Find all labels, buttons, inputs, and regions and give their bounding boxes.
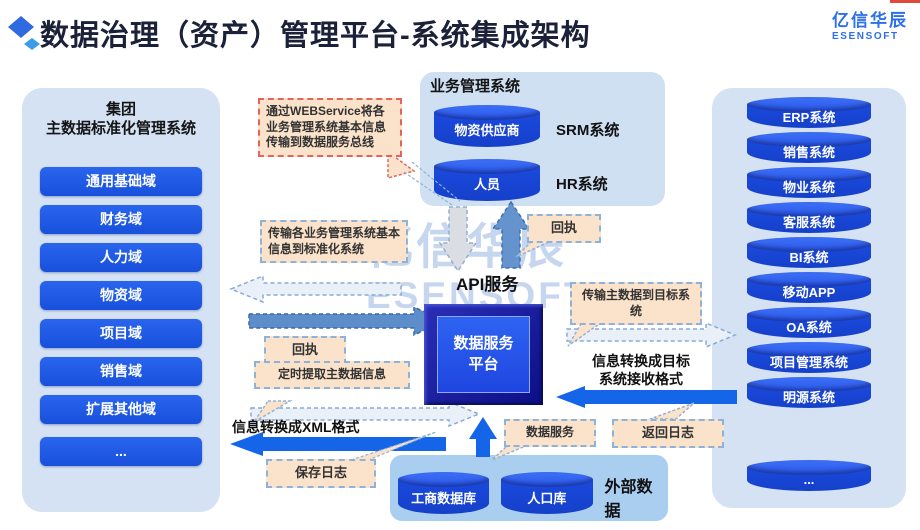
- save-log-callout: 保存日志: [266, 459, 376, 488]
- property-system-cylinder: 物业系统: [747, 167, 871, 198]
- srm-db-cylinder: 物资供应商: [434, 104, 540, 147]
- master-data-panel-title: 集团 主数据标准化管理系统: [22, 88, 220, 139]
- hr-system-label: HR系统: [556, 176, 608, 194]
- oa-system-cylinder: OA系统: [747, 307, 871, 338]
- bi-system-label: BI系统: [789, 250, 829, 265]
- external-data-panel: 工商数据库 人口库 外部数据: [390, 455, 668, 521]
- brand-logo: 亿信华辰 ESENSOFT: [832, 11, 908, 42]
- scheduled-extract-callout: 定时提取主数据信息: [254, 361, 410, 389]
- domain-item-extend: 扩展其他域: [40, 394, 202, 424]
- domain-item-finance: 财务域: [40, 204, 202, 234]
- mingyuan-system-label: 明源系统: [782, 390, 835, 405]
- brand-name-cn: 亿信华辰: [832, 11, 908, 30]
- domain-item-project: 项目域: [40, 318, 202, 348]
- hr-db-label: 人员: [473, 177, 500, 193]
- logo-diamond-large: [8, 16, 34, 38]
- target-systems-panel: ERP系统 销售系统 物业系统 客服系统 BI系统 移动APP OA系统 项目管…: [712, 88, 906, 508]
- api-service-label: API服务: [456, 275, 519, 294]
- project-mgmt-system-label: 项目管理系统: [769, 355, 848, 370]
- platform-label-line2: 平台: [468, 355, 499, 373]
- more-systems-cylinder: ...: [747, 460, 871, 491]
- more-systems-label: ...: [803, 472, 815, 487]
- mingyuan-system-cylinder: 明源系统: [747, 377, 871, 408]
- data-service-platform-box: 数据服务 平台: [424, 304, 543, 405]
- platform-label-line1: 数据服务: [453, 335, 514, 353]
- erp-system-label: ERP系统: [782, 110, 836, 125]
- brand-name-en: ESENSOFT: [832, 30, 899, 42]
- master-data-title-line2: 主数据标准化管理系统: [45, 119, 196, 137]
- mobile-app-cylinder: 移动APP: [747, 272, 871, 303]
- right-arrow-platform-to-targets: [566, 321, 737, 349]
- sales-system-label: 销售系统: [782, 145, 835, 160]
- data-service-platform-inner: 数据服务 平台: [437, 316, 530, 393]
- erp-system-cylinder: ERP系统: [747, 97, 871, 128]
- domain-item-more: ...: [40, 436, 202, 466]
- logo-diamond-small: [24, 38, 40, 50]
- srm-db-label: 物资供应商: [454, 123, 520, 139]
- property-system-label: 物业系统: [782, 180, 835, 195]
- domain-item-sales: 销售域: [40, 356, 202, 386]
- business-systems-panel: 业务管理系统 物资供应商 SRM系统 人员 HR系统: [420, 72, 665, 206]
- domain-item-general: 通用基础域: [40, 166, 202, 196]
- target-format-label-line2: 系统接收格式: [599, 371, 683, 388]
- receipt-top-callout: 回执: [527, 214, 601, 243]
- target-format-label-line1: 信息转换成目标: [592, 353, 690, 369]
- project-mgmt-system-cylinder: 项目管理系统: [747, 342, 871, 373]
- service-system-cylinder: 客服系统: [747, 202, 871, 233]
- top-right-red-mark: [890, 0, 920, 3]
- xml-format-label: 信息转换成XML格式: [232, 419, 360, 435]
- title-logo-icon: [8, 16, 40, 50]
- business-registry-db-cylinder: 工商数据库: [398, 472, 490, 514]
- srm-system-label: SRM系统: [556, 122, 620, 140]
- transfer-std-callout: 传输各业务管理系统基本信息到标准化系统: [260, 220, 408, 264]
- return-log-callout: 返回日志: [612, 419, 724, 448]
- bi-system-cylinder: BI系统: [747, 237, 871, 268]
- sales-system-cylinder: 销售系统: [747, 132, 871, 163]
- population-db-label: 人口库: [527, 490, 567, 506]
- receipt-left-callout: 回执: [264, 336, 346, 365]
- page-title: 数据治理（资产）管理平台-系统集成架构: [40, 20, 591, 52]
- mobile-app-label: 移动APP: [782, 285, 836, 300]
- transfer-target-callout-tail: [567, 321, 605, 347]
- up-arrow-external-to-platform: [469, 417, 497, 457]
- target-format-label: 信息转换成目标 系统接收格式: [575, 352, 707, 388]
- left-arrow-return-log: [556, 386, 737, 408]
- service-system-label: 客服系统: [782, 215, 835, 230]
- population-db-cylinder: 人口库: [501, 472, 593, 514]
- master-data-panel: 集团 主数据标准化管理系统 通用基础域 财务域 人力域 物资域 项目域 销售域 …: [22, 88, 220, 512]
- external-data-label: 外部数据: [604, 479, 653, 520]
- webservice-callout: 通过WEBService将各业务管理系统基本信息传输到数据服务总线: [258, 98, 402, 157]
- domain-item-material: 物资域: [40, 280, 202, 310]
- business-registry-db-label: 工商数据库: [411, 490, 477, 506]
- hr-db-cylinder: 人员: [434, 158, 540, 201]
- domain-item-hr: 人力域: [40, 242, 202, 272]
- oa-system-label: OA系统: [786, 320, 832, 335]
- business-panel-title: 业务管理系统: [430, 78, 521, 95]
- return-log-callout-tail: [649, 402, 695, 420]
- master-data-title-line1: 集团: [105, 101, 136, 118]
- transfer-target-callout: 传输主数据到目标系统: [570, 282, 702, 326]
- data-service-callout: 数据服务: [504, 419, 596, 447]
